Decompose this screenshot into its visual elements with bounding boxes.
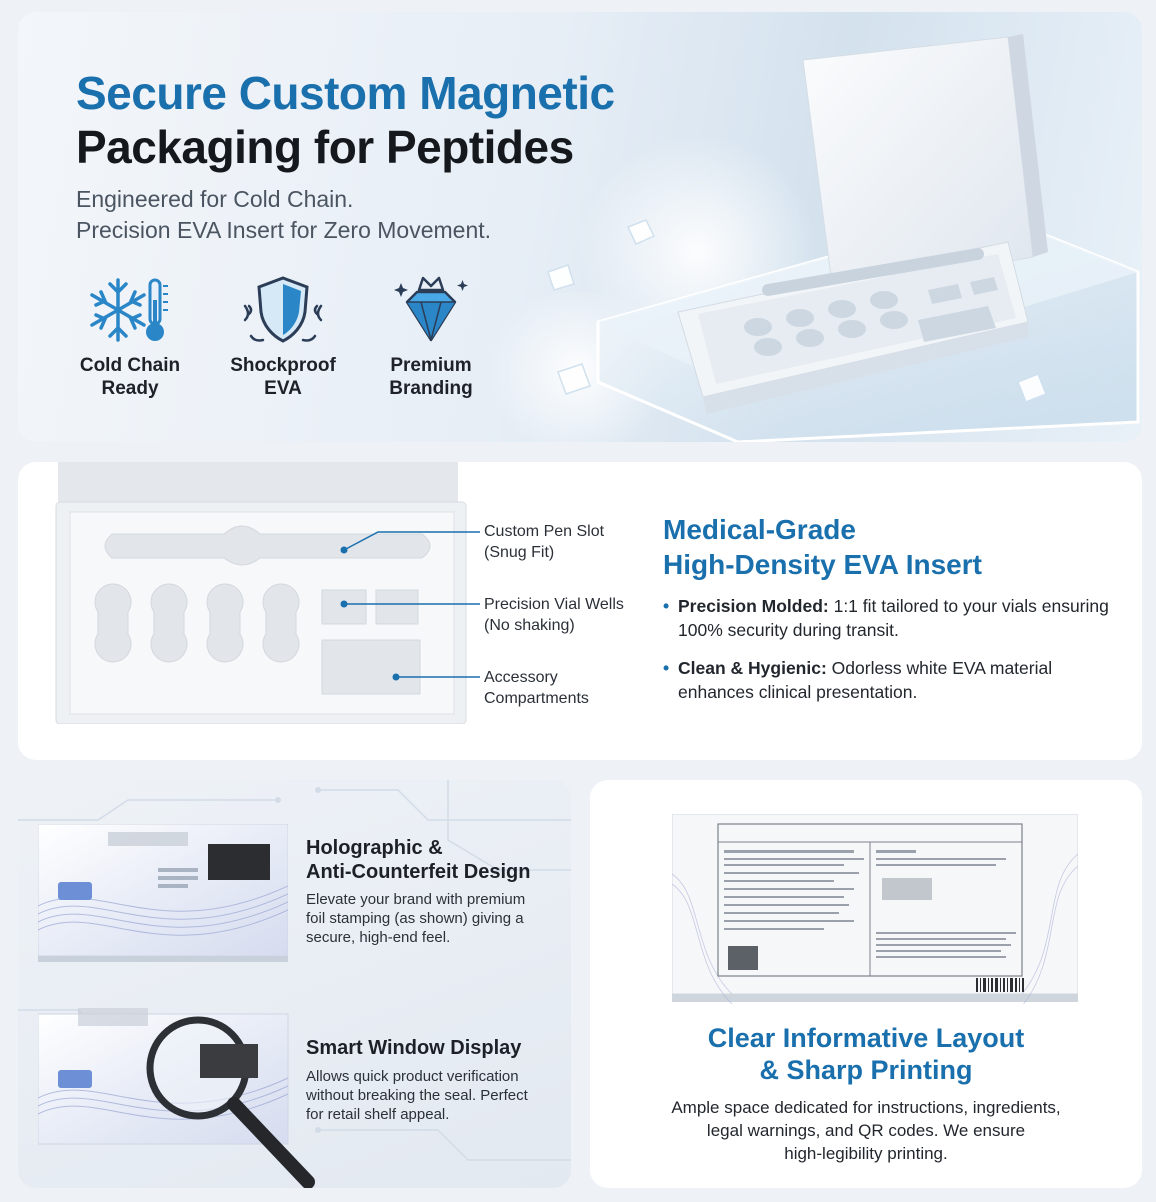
bullet-bold: Precision Molded:	[678, 596, 829, 616]
callout-vial-wells: Precision Vial Wells (No shaking)	[484, 594, 624, 636]
smart-window-description-line1: Allows quick product verification	[306, 1068, 519, 1085]
hero-title: Secure Custom Magnetic Packaging for Pep…	[76, 66, 615, 174]
magnetic-box-illustration	[547, 34, 1140, 442]
feature-premium-branding-line1: Premium	[390, 355, 472, 376]
hero-banner: Secure Custom Magnetic Packaging for Pep…	[18, 12, 1142, 442]
holographic-title-line2: Anti-Counterfeit Design	[306, 861, 531, 883]
printing-title: Clear Informative Layout & Sharp Printin…	[590, 1022, 1142, 1086]
holographic-description-line3: secure, high-end feel.	[306, 929, 451, 946]
shield-icon	[243, 276, 323, 343]
bullet-bold: Clean & Hygienic:	[678, 658, 827, 678]
callout-vial-wells-line2: (No shaking)	[484, 617, 575, 634]
callout-accessory-line1: Accessory	[484, 669, 558, 686]
snowflake-thermometer-icon	[90, 278, 168, 342]
feature-premium-branding-line2: Branding	[389, 378, 473, 399]
window-package-illustration	[38, 1008, 315, 1188]
feature-shockproof-line1: Shockproof	[230, 355, 336, 376]
eva-insert-illustration	[55, 462, 467, 724]
eva-insert-panel: Custom Pen Slot (Snug Fit) Precision Via…	[18, 462, 1142, 760]
smart-window-description-line2: without breaking the seal. Perfect	[306, 1087, 528, 1104]
feature-premium-branding: Premium Branding	[356, 274, 506, 400]
hero-title-line2: Packaging for Peptides	[76, 121, 574, 173]
feature-shockproof: Shockproof EVA	[208, 274, 358, 400]
feature-cold-chain-line1: Cold Chain	[79, 355, 181, 376]
printing-title-line1: Clear Informative Layout	[707, 1023, 1025, 1053]
bullet-text: 1:1 fit tailored to your vials ensuring …	[678, 596, 1109, 640]
callout-pen-slot-line2: (Snug Fit)	[484, 544, 555, 561]
holographic-description: Elevate your brand with premium foil sta…	[306, 890, 525, 947]
hero-subtitle-line2: Precision EVA Insert for Zero Movement.	[76, 217, 492, 243]
printing-description-line1: Ample space dedicated for instructions, …	[671, 1098, 1061, 1117]
callout-pen-slot-line1: Custom Pen Slot	[484, 523, 605, 540]
diamond-crown-icon	[394, 276, 468, 342]
holographic-title-line1: Holographic &	[306, 837, 443, 859]
hero-subtitle-line1: Engineered for Cold Chain.	[76, 186, 354, 212]
eva-title-line2: High-Density EVA Insert	[663, 549, 982, 580]
callout-accessory-line2: Compartments	[484, 690, 589, 707]
list-item: Clean & Hygienic: Odorless white EVA mat…	[663, 656, 1123, 704]
bullet-text: Odorless white EVA material enhances cli…	[678, 658, 1053, 702]
holographic-description-line1: Elevate your brand with premium	[306, 891, 526, 908]
smart-window-description: Allows quick product verification withou…	[306, 1067, 528, 1124]
holographic-panel: Holographic & Anti-Counterfeit Design El…	[18, 780, 571, 1188]
package-back-illustration	[672, 814, 1078, 1004]
smart-window-description-line3: for retail shelf appeal.	[306, 1106, 450, 1123]
eva-title-line1: Medical-Grade	[663, 514, 856, 545]
printing-panel: Clear Informative Layout & Sharp Printin…	[590, 780, 1142, 1188]
feature-cold-chain-line2: Ready	[101, 378, 159, 399]
list-item: Precision Molded: 1:1 fit tailored to yo…	[663, 594, 1123, 642]
eva-title: Medical-Grade High-Density EVA Insert	[663, 512, 982, 582]
holographic-title: Holographic & Anti-Counterfeit Design	[306, 836, 530, 884]
printing-description: Ample space dedicated for instructions, …	[590, 1096, 1142, 1165]
holographic-description-line2: foil stamping (as shown) giving a	[306, 910, 524, 927]
callout-pen-slot: Custom Pen Slot (Snug Fit)	[484, 521, 604, 563]
printing-title-line2: & Sharp Printing	[759, 1055, 973, 1085]
printing-description-line2: legal warnings, and QR codes. We ensure	[706, 1121, 1026, 1140]
smart-window-title: Smart Window Display	[306, 1037, 522, 1059]
printing-description-line3: high-legibility printing.	[784, 1144, 948, 1163]
feature-shockproof-line2: EVA	[264, 378, 302, 399]
hero-subtitle: Engineered for Cold Chain. Precision EVA…	[76, 184, 491, 246]
holographic-package-illustration	[38, 824, 288, 962]
hero-title-line1: Secure Custom Magnetic	[76, 67, 615, 119]
feature-cold-chain: Cold Chain Ready	[55, 274, 205, 400]
eva-bullet-list: Precision Molded: 1:1 fit tailored to yo…	[663, 594, 1123, 718]
callout-lines	[340, 531, 480, 681]
callout-vial-wells-line1: Precision Vial Wells	[484, 596, 624, 613]
callout-accessory: Accessory Compartments	[484, 667, 589, 709]
